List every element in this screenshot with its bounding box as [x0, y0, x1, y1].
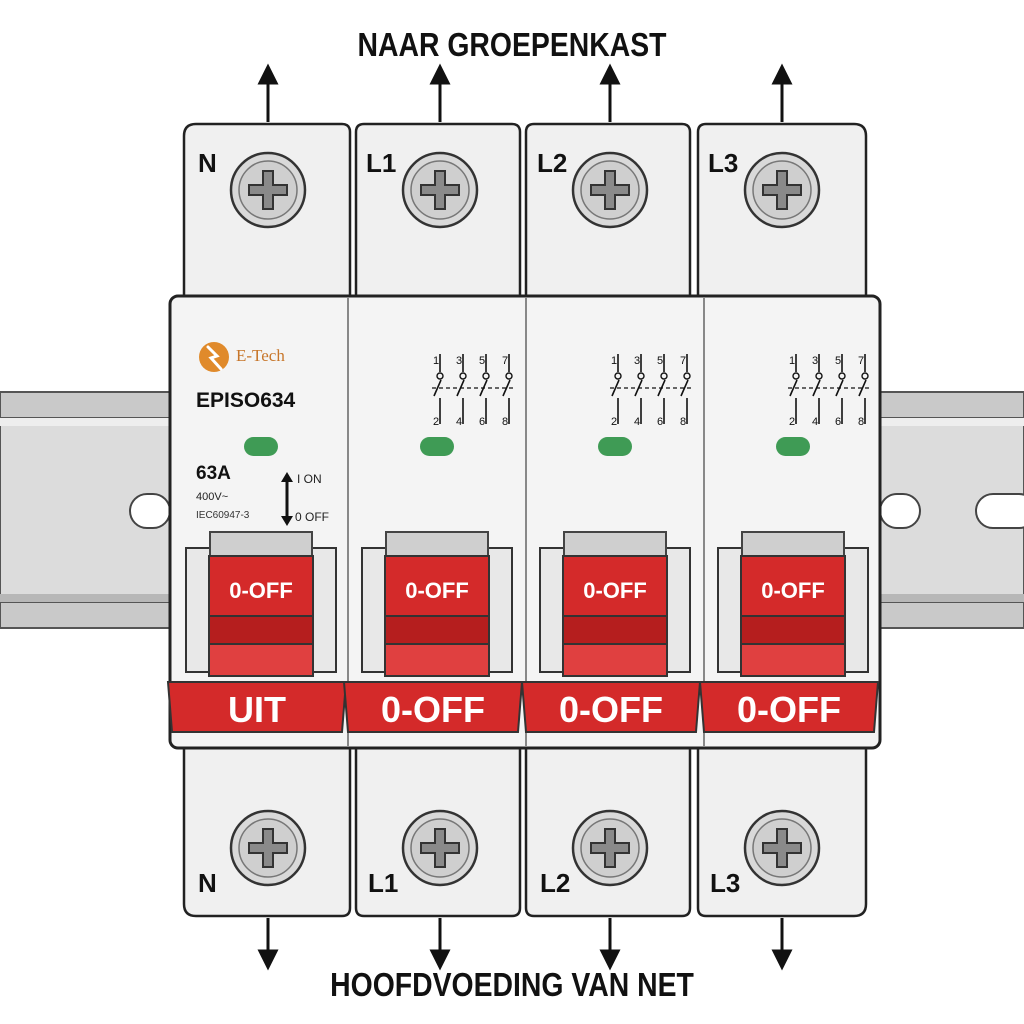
bottom-terminal-label: L2 [540, 868, 570, 898]
top-terminal-label: N [198, 148, 217, 178]
contact-number-top: 1 [433, 355, 439, 367]
contact-number-top: 5 [835, 355, 841, 367]
toggle-handle[interactable]: 0-OFF [562, 531, 668, 677]
contact-number-top: 5 [657, 355, 663, 367]
status-indicator-light [598, 437, 632, 456]
contact-number-bottom: 6 [835, 416, 841, 428]
contact-number-bottom: 8 [680, 416, 686, 428]
rail-slot-left [129, 493, 171, 529]
bottom-terminal-label: L1 [368, 868, 398, 898]
contact-schematic-icon: 1 2 3 4 5 6 7 8 [610, 354, 694, 428]
top-terminal-label: L2 [537, 148, 567, 178]
status-strip [698, 681, 880, 733]
bottom-terminal-label: L3 [710, 868, 740, 898]
contact-number-bottom: 2 [433, 416, 439, 428]
bottom-terminal-screw-l1[interactable] [401, 809, 479, 887]
brand-name: E-Tech [236, 346, 285, 365]
pole-1: 0-OFF UIT [166, 437, 348, 733]
contact-number-top: 3 [812, 355, 818, 367]
handle-label: 0-OFF [405, 578, 469, 603]
status-indicator-light [244, 437, 278, 456]
switch-body [168, 294, 882, 750]
contact-number-top: 7 [858, 355, 864, 367]
status-strip-label: 0-OFF [381, 689, 485, 730]
contact-number-top: 1 [789, 355, 795, 367]
rail-slot-right-b [975, 493, 1024, 529]
status-indicator-light [776, 437, 810, 456]
contact-number-top: 1 [611, 355, 617, 367]
current-rating: 63A [196, 463, 231, 484]
contact-number-top: 5 [479, 355, 485, 367]
pole-2: 1 2 3 4 5 6 7 8 0-OFF 0-OFF [342, 354, 524, 733]
contact-number-bottom: 8 [858, 416, 864, 428]
toggle-handle[interactable]: 0-OFF [208, 531, 314, 677]
pole-4: 1 2 3 4 5 6 7 8 0-OFF 0-OFF [698, 354, 880, 733]
bottom-terminal-screw-l2[interactable] [571, 809, 649, 887]
contact-schematic-icon: 1 2 3 4 5 6 7 8 [432, 354, 516, 428]
model-number: EPISO634 [196, 389, 296, 412]
top-terminal-label: L1 [366, 148, 396, 178]
bottom-terminal-screw-n[interactable] [229, 809, 307, 887]
status-strip [166, 681, 348, 733]
bottom-terminal-screw-l3[interactable] [743, 809, 821, 887]
top-caption: NAAR GROEPENKAST [357, 26, 667, 63]
contact-number-top: 7 [502, 355, 508, 367]
status-strip-label: 0-OFF [559, 689, 663, 730]
off-position-label: 0 OFF [295, 510, 330, 524]
status-strip-label: UIT [228, 689, 286, 730]
contact-schematic-icon: 1 2 3 4 5 6 7 8 [788, 354, 872, 428]
toggle-handle[interactable]: 0-OFF [740, 531, 846, 677]
top-terminal-screw-l2[interactable] [571, 151, 649, 229]
toggle-handle[interactable]: 0-OFF [384, 531, 490, 677]
status-indicator-light [420, 437, 454, 456]
status-strip [342, 681, 524, 733]
top-terminal-label: L3 [708, 148, 738, 178]
contact-number-bottom: 2 [611, 416, 617, 428]
on-off-arrow-icon [281, 472, 293, 526]
contact-number-bottom: 6 [479, 416, 485, 428]
contact-number-bottom: 6 [657, 416, 663, 428]
on-position-label: I ON [297, 472, 322, 486]
contact-number-bottom: 2 [789, 416, 795, 428]
contact-number-bottom: 4 [634, 416, 640, 428]
bottom-caption: HOOFDVOEDING VAN NET [330, 966, 694, 1003]
contact-number-bottom: 8 [502, 416, 508, 428]
handle-label: 0-OFF [583, 578, 647, 603]
top-terminal-screw-n[interactable] [229, 151, 307, 229]
handle-label: 0-OFF [229, 578, 293, 603]
voltage-rating: 400V~ [196, 491, 229, 503]
contact-number-top: 3 [634, 355, 640, 367]
standard-code: IEC60947-3 [196, 510, 250, 521]
handle-label: 0-OFF [761, 578, 825, 603]
top-terminal-screw-l1[interactable] [401, 151, 479, 229]
brand-logo-icon [199, 342, 229, 372]
bottom-terminal-label: N [198, 868, 217, 898]
status-strip [520, 681, 702, 733]
contact-number-top: 7 [680, 355, 686, 367]
status-strip-label: 0-OFF [737, 689, 841, 730]
contact-number-top: 3 [456, 355, 462, 367]
top-terminal-screw-l3[interactable] [743, 151, 821, 229]
contact-number-bottom: 4 [812, 416, 818, 428]
pole-3: 1 2 3 4 5 6 7 8 0-OFF 0-OFF [520, 354, 702, 733]
rail-slot-right-a [879, 493, 921, 529]
contact-number-bottom: 4 [456, 416, 462, 428]
